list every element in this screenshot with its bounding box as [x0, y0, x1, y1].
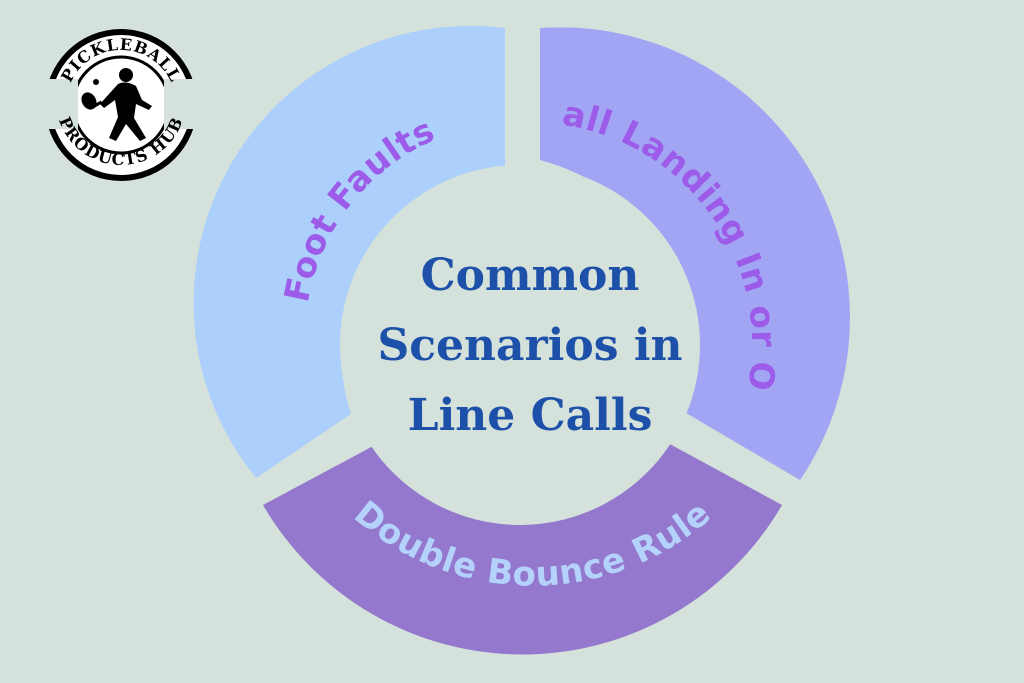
pickleball-products-hub-logo: PICKLEBALL PRODUCTS HUB: [38, 29, 204, 181]
segment-double-bounce: [263, 442, 782, 655]
center-title-line-3: Line Calls: [408, 390, 653, 441]
center-title-line-2: Scenarios in: [377, 320, 682, 371]
center-circle: [340, 165, 700, 525]
segment-ball-landing: [540, 27, 850, 480]
center-title-line-1: Common: [421, 250, 640, 301]
segment-foot-faults: [193, 25, 505, 478]
logo-right-band: [164, 79, 204, 129]
player-silhouette-icon: [81, 68, 152, 141]
logo-left-band: [38, 79, 78, 129]
